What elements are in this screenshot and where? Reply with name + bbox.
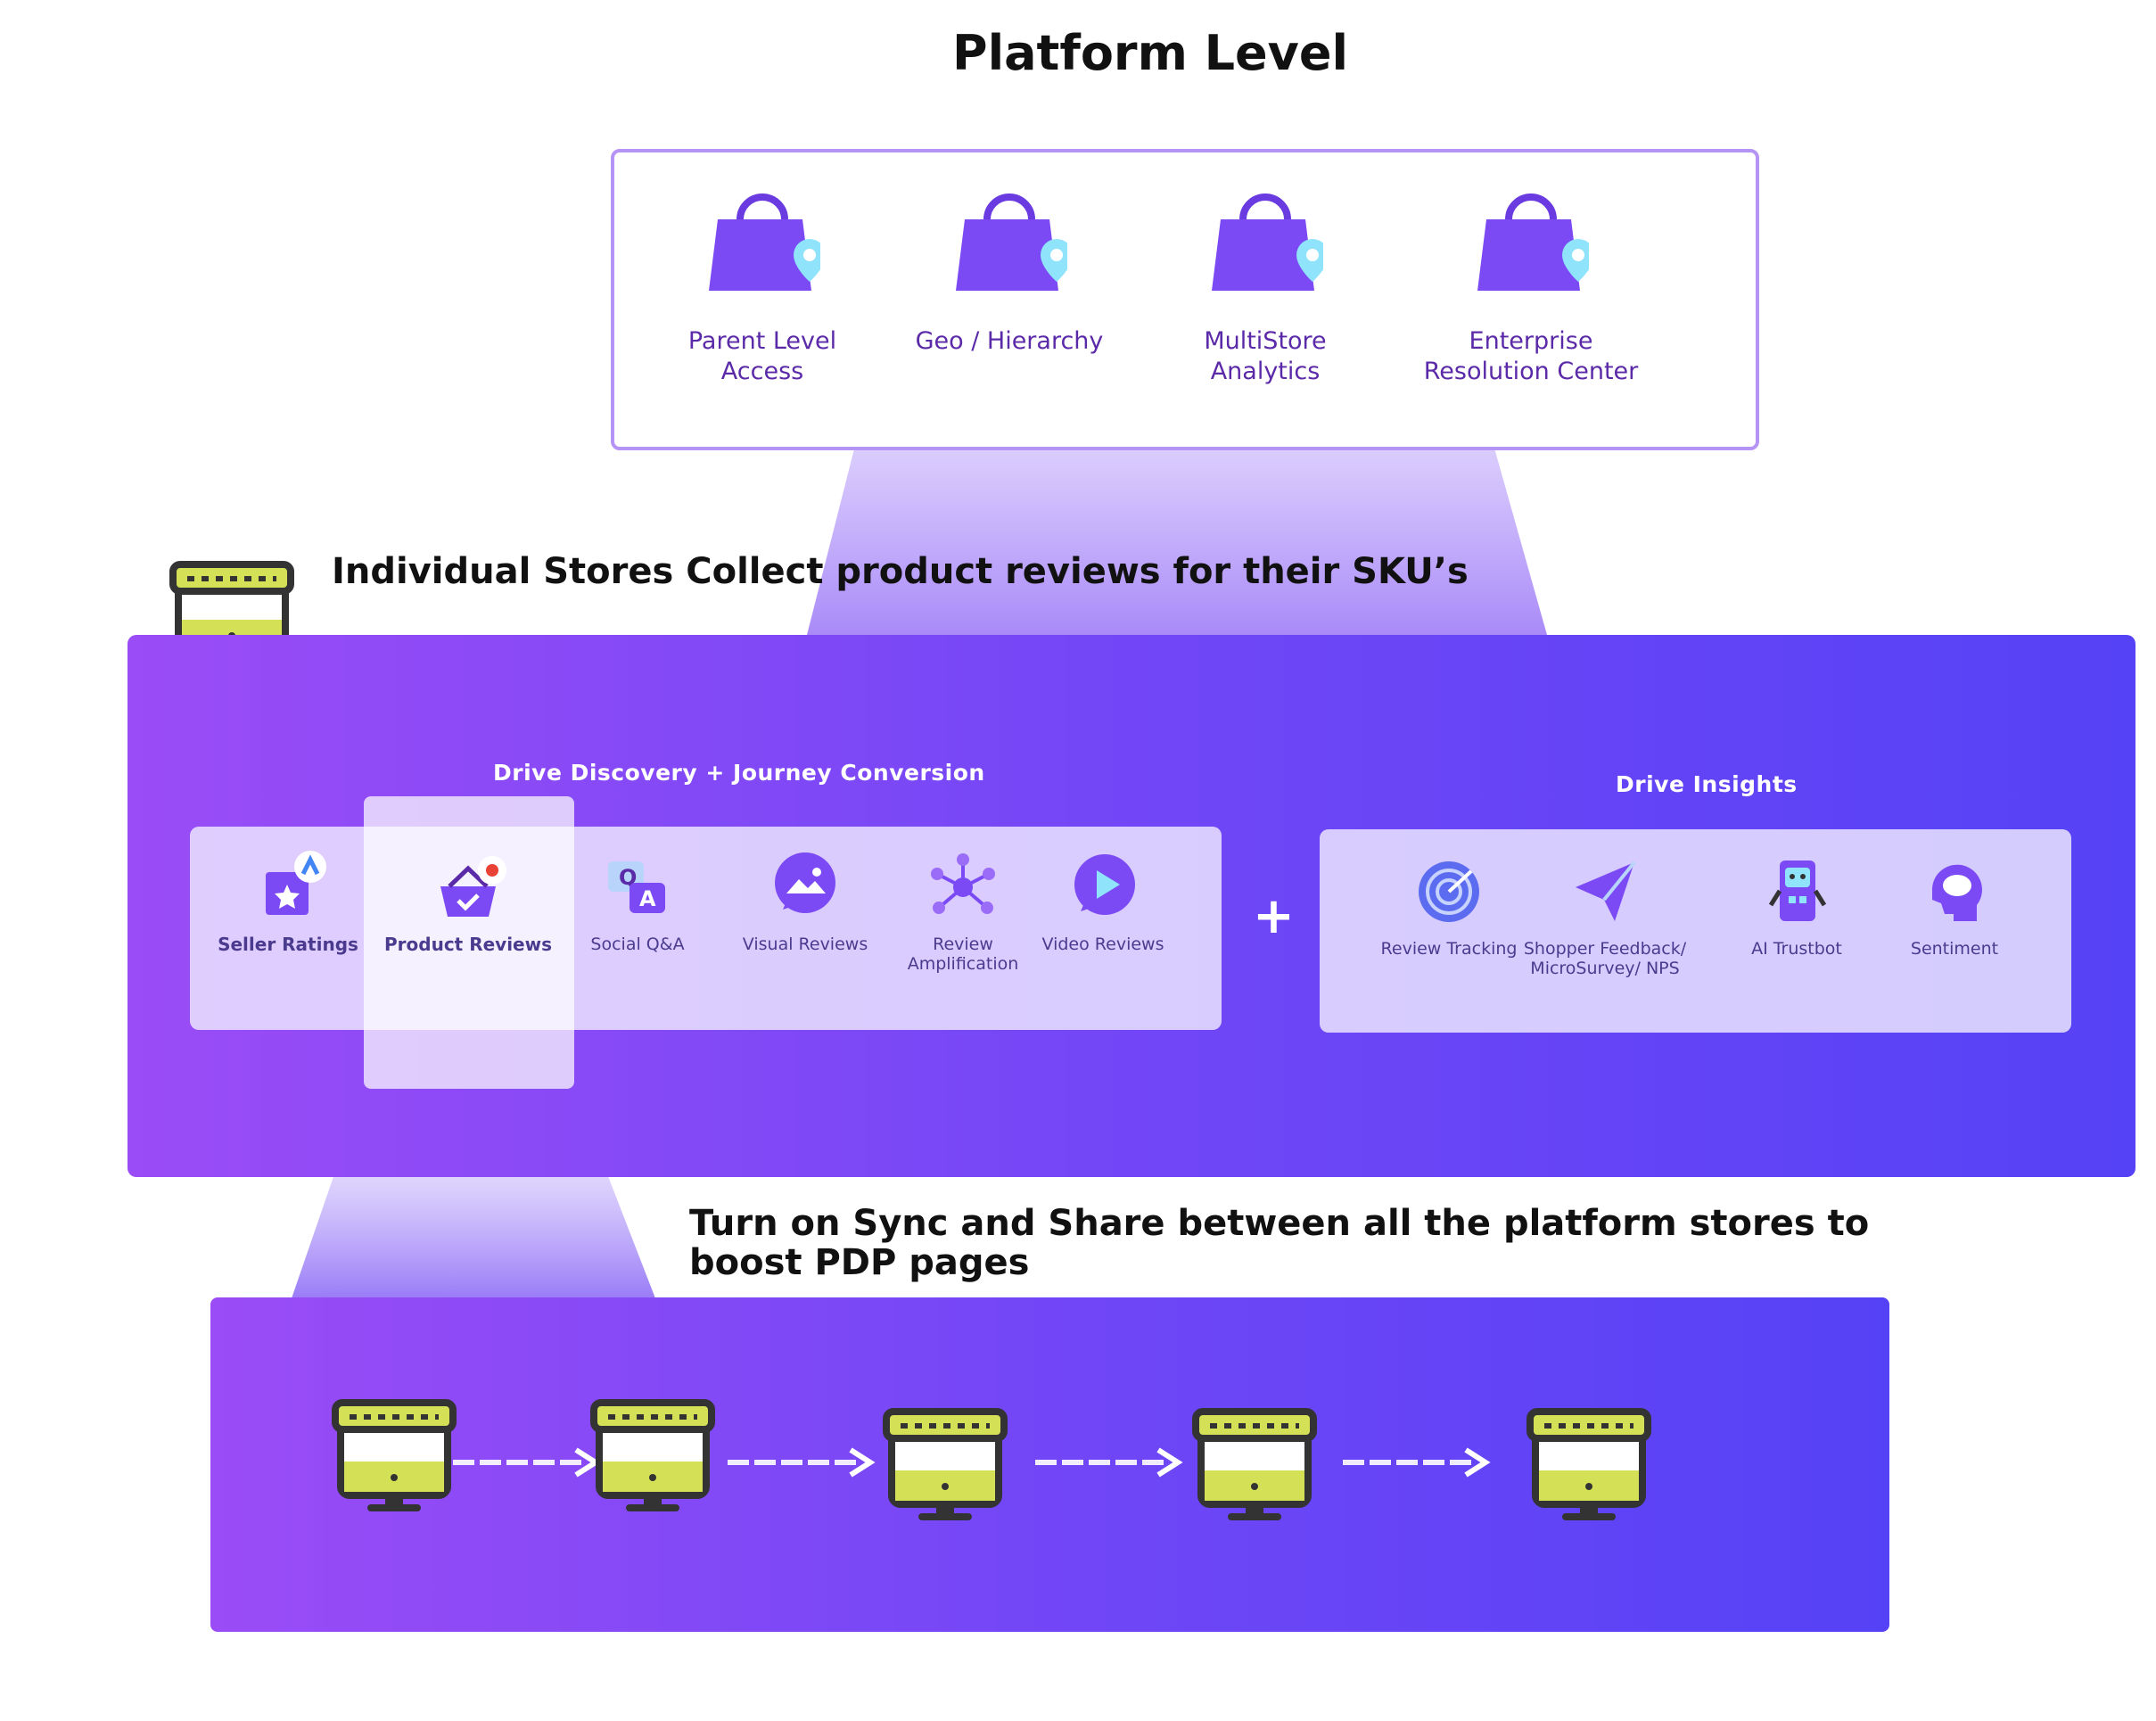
feature-label: AI Trustbot <box>1751 939 1842 959</box>
basket-icon <box>440 856 506 917</box>
network-icon <box>931 853 995 914</box>
radar-icon <box>1419 861 1479 922</box>
feature-label: Video Reviews <box>1041 935 1164 954</box>
image-bubble-icon <box>775 852 835 913</box>
feature-social-qa: Q A Social Q&A <box>553 847 722 954</box>
plus-sign: + <box>1253 887 1295 945</box>
arrow-icon-1 <box>453 1450 596 1475</box>
feature-ai-trustbot: AI Trustbot <box>1712 852 1881 959</box>
store-icon-4 <box>1196 1412 1313 1520</box>
feature-label: Product Reviews <box>384 934 552 955</box>
platform-item-label: Parent Level Access <box>687 327 837 385</box>
store-icon-1 <box>335 1403 453 1511</box>
platform-item-label: Geo / Hierarchy <box>915 327 1104 355</box>
feature-label: Shopper Feedback/ MicroSurvey/ NPS <box>1523 939 1687 978</box>
platform-item-label: Enterprise Resolution Center <box>1423 327 1639 385</box>
product-reviews-highlight <box>364 796 574 1089</box>
shopping-bag-location-icon <box>1212 194 1323 291</box>
qa-bubbles-icon: Q A <box>608 861 665 913</box>
feature-seller-ratings: Seller Ratings <box>203 847 373 954</box>
feature-visual-reviews: Visual Reviews <box>720 847 890 954</box>
play-bubble-icon <box>1074 854 1135 915</box>
feature-label: Visual Reviews <box>742 935 868 954</box>
arrow-icon-2 <box>728 1450 870 1475</box>
head-bubble-icon <box>1931 864 1982 921</box>
feature-review-tracking: Review Tracking <box>1364 852 1534 959</box>
shopping-bag-location-icon <box>1477 194 1589 291</box>
shopping-bag-location-icon <box>709 194 820 291</box>
feature-label: Seller Ratings <box>218 934 358 955</box>
arrow-icon-3 <box>1035 1450 1178 1475</box>
feature-product-reviews: Product Reviews <box>383 847 553 954</box>
platform-item-parent-access: Parent Level Access <box>646 193 878 387</box>
store-icon-5 <box>1530 1412 1648 1520</box>
discovery-group-label: Drive Discovery + Journey Conversion <box>493 760 985 786</box>
platform-item-geo-hierarchy: Geo / Hierarchy <box>893 193 1125 357</box>
insights-group-label: Drive Insights <box>1616 771 1798 797</box>
discovery-strip <box>190 827 1222 1030</box>
store-icon-3 <box>886 1412 1004 1520</box>
feature-video-reviews: Video Reviews <box>1018 847 1188 954</box>
shopping-bag-location-icon <box>956 194 1067 291</box>
platform-item-multistore-analytics: MultiStore Analytics <box>1149 193 1381 387</box>
store-icon-2 <box>594 1403 712 1511</box>
svg-text:A: A <box>639 886 656 911</box>
robot-icon <box>1768 860 1827 921</box>
platform-item-enterprise-resolution: Enterprise Resolution Center <box>1415 193 1647 387</box>
platform-item-label: MultiStore Analytics <box>1204 327 1327 385</box>
sync-heading: Turn on Sync and Share between all the p… <box>689 1203 1870 1283</box>
feature-review-amplification: Review Amplification <box>878 847 1048 974</box>
feature-shopper-feedback: Shopper Feedback/ MicroSurvey/ NPS <box>1520 852 1690 978</box>
platform-level-box: Parent Level Access Geo / Hierarchy Mult… <box>611 149 1759 450</box>
feature-label: Review Tracking <box>1380 939 1518 959</box>
store-sync-flow <box>210 1297 1889 1632</box>
feature-label: Sentiment <box>1910 939 1999 959</box>
feature-sentiment: Sentiment <box>1870 852 2039 959</box>
seller-ratings-icon <box>266 851 326 915</box>
feature-label: Review Amplification <box>907 935 1019 974</box>
feature-label: Social Q&A <box>590 935 685 954</box>
store-monitor-icon <box>169 561 294 668</box>
stores-heading: Individual Stores Collect product review… <box>332 551 1469 592</box>
arrow-icon-4 <box>1343 1450 1485 1475</box>
page-title: Platform Level <box>952 25 1348 81</box>
paper-plane-icon <box>1576 860 1636 921</box>
